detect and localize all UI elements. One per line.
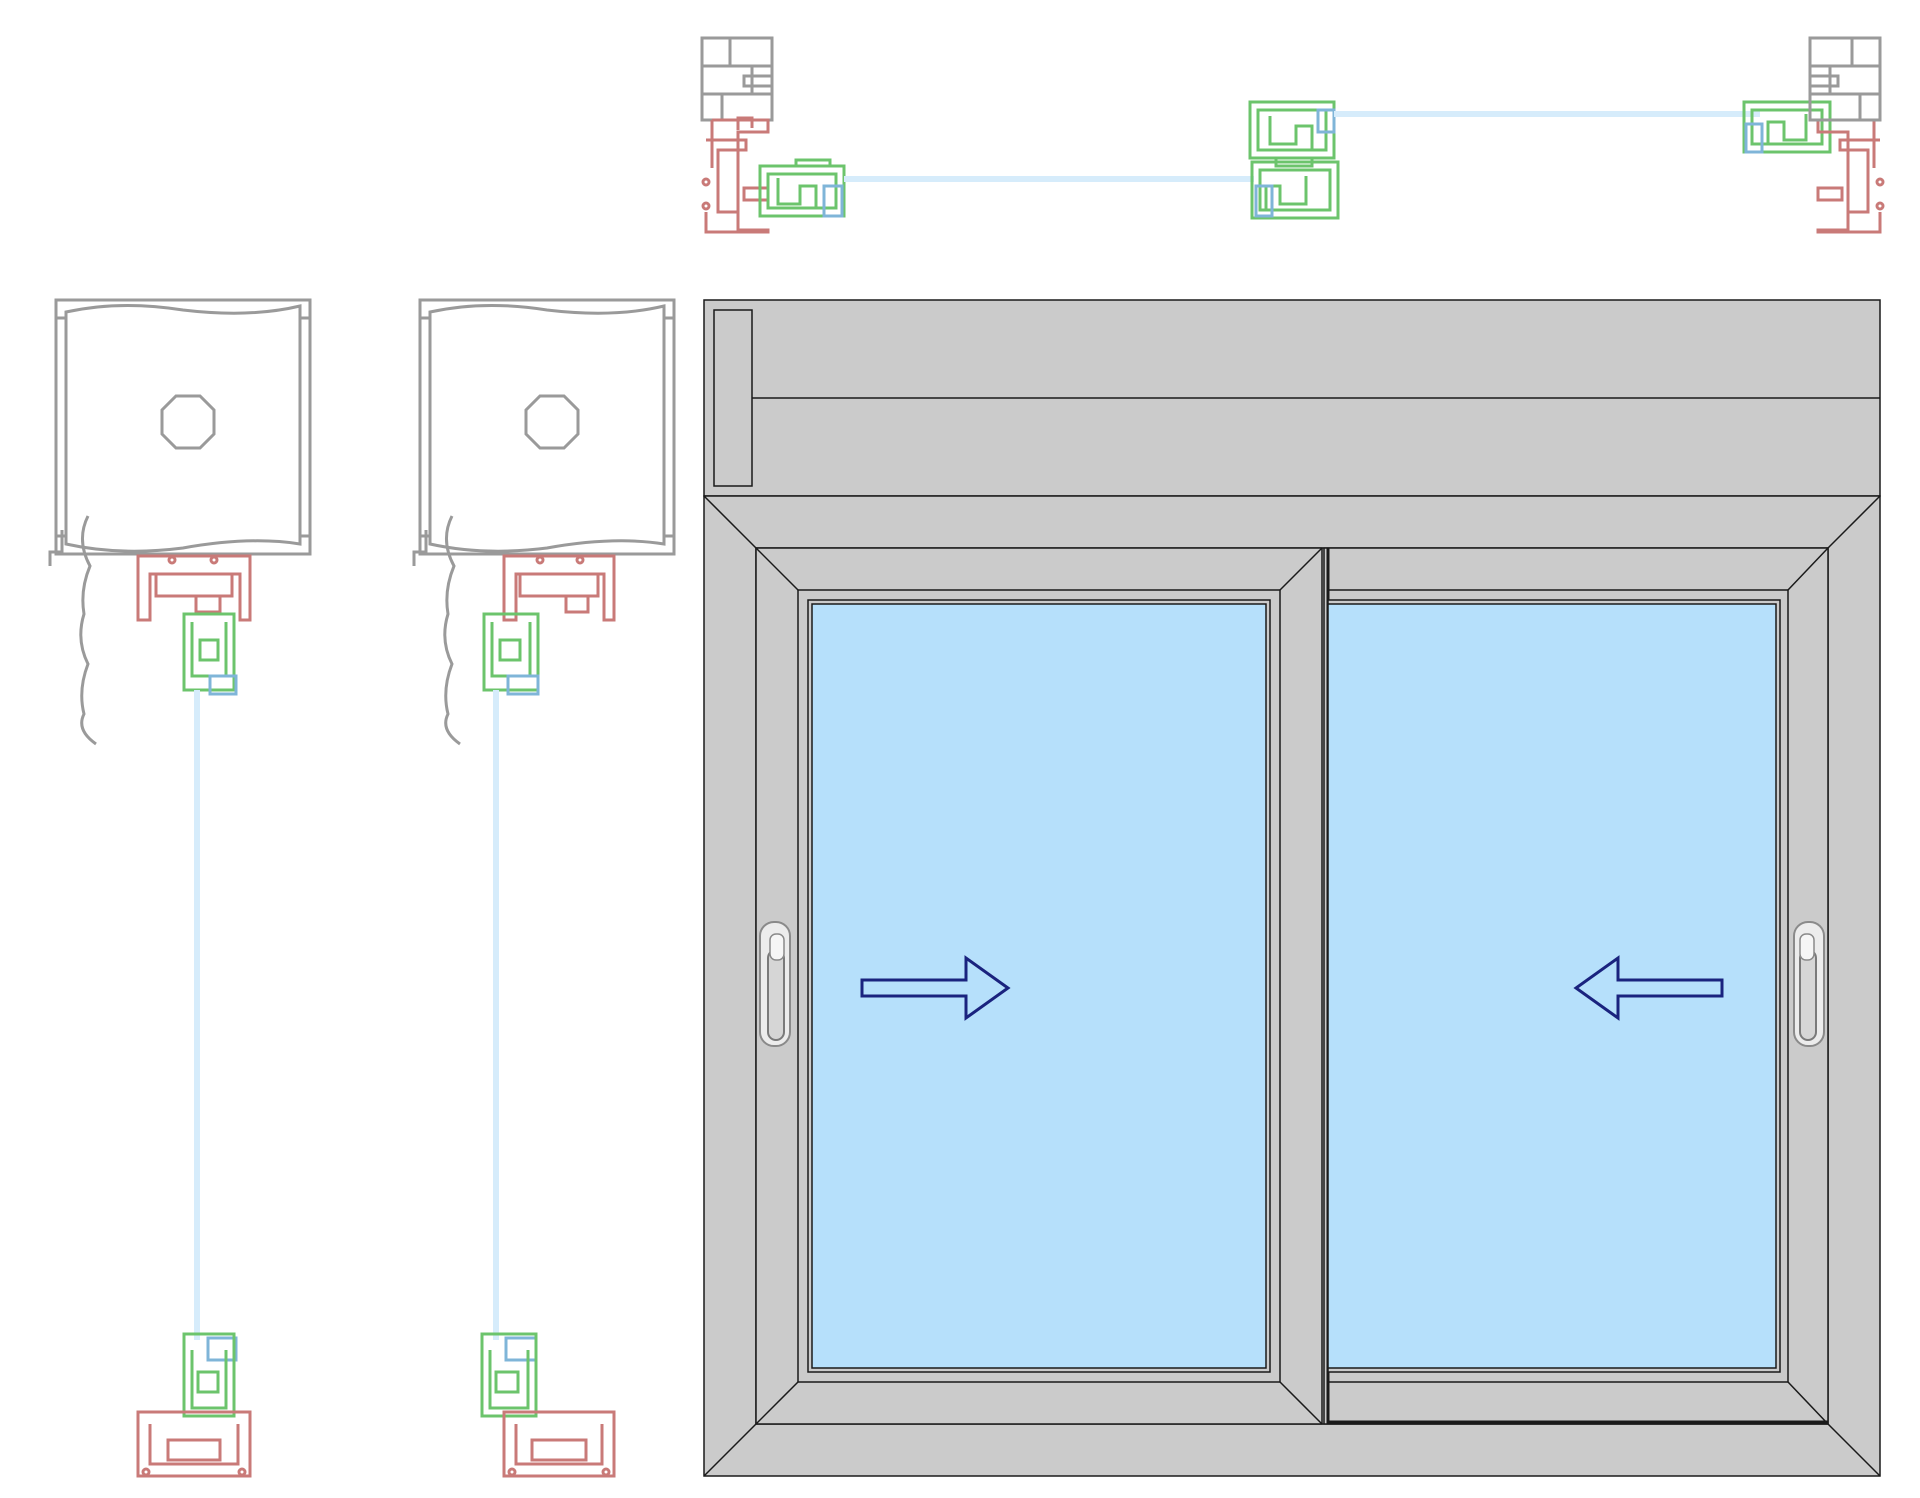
sill-sash-profile-left xyxy=(182,1332,236,1418)
shutter-slats-left xyxy=(79,515,97,746)
arrow-left-icon xyxy=(1573,955,1724,1021)
shutter-guide-left xyxy=(48,530,64,566)
outer-frame-miters xyxy=(703,495,1881,1477)
left-wall-profile xyxy=(700,36,774,122)
front-elevation xyxy=(703,299,1881,1477)
head-sash-profile-right xyxy=(482,612,540,692)
right-sash-profile xyxy=(1742,100,1832,154)
left-glass-pane xyxy=(811,603,1267,1369)
head-bead-profile-left xyxy=(208,674,238,696)
right-sash xyxy=(1323,547,1829,1425)
shutter-box-right xyxy=(418,298,676,556)
head-frame-profile-left xyxy=(136,554,252,622)
shutter-axle-octagon-left xyxy=(160,394,216,450)
left-handle-icon xyxy=(759,921,791,1047)
left-sash-profile xyxy=(758,158,846,218)
shutter-box-left xyxy=(54,298,312,556)
shutter-slats-right xyxy=(443,515,461,746)
right-handle-icon xyxy=(1793,921,1825,1047)
shutter-guide-right xyxy=(412,530,428,566)
arrow-right-icon xyxy=(860,955,1011,1021)
left-frame-profile xyxy=(701,116,770,234)
vertical-section-right xyxy=(412,298,676,1478)
sill-frame-profile-left xyxy=(136,1410,252,1478)
sill-sash-profile-right xyxy=(480,1332,538,1418)
shutter-box-inspection-cover xyxy=(713,309,753,487)
sill-bead-profile-left xyxy=(206,1336,238,1362)
shutter-axle-octagon-right xyxy=(524,394,580,450)
sill-frame-profile-right xyxy=(502,1410,616,1478)
right-bead-profile xyxy=(1744,122,1764,154)
head-bead-profile-right xyxy=(506,674,540,696)
right-wall-profile xyxy=(1808,36,1882,122)
meeting-sash-lower xyxy=(1250,160,1340,220)
vertical-section-left xyxy=(48,298,312,1478)
meeting-sash-upper xyxy=(1248,100,1336,168)
right-glass-pane xyxy=(1327,603,1777,1369)
horizontal-section xyxy=(700,36,1885,234)
left-bead-profile xyxy=(822,184,844,218)
meeting-bead-profile xyxy=(1254,108,1336,218)
head-frame-profile-right xyxy=(502,554,616,622)
sill-bead-profile-right xyxy=(504,1336,538,1362)
right-frame-profile xyxy=(1816,118,1885,234)
left-sash xyxy=(755,547,1323,1425)
